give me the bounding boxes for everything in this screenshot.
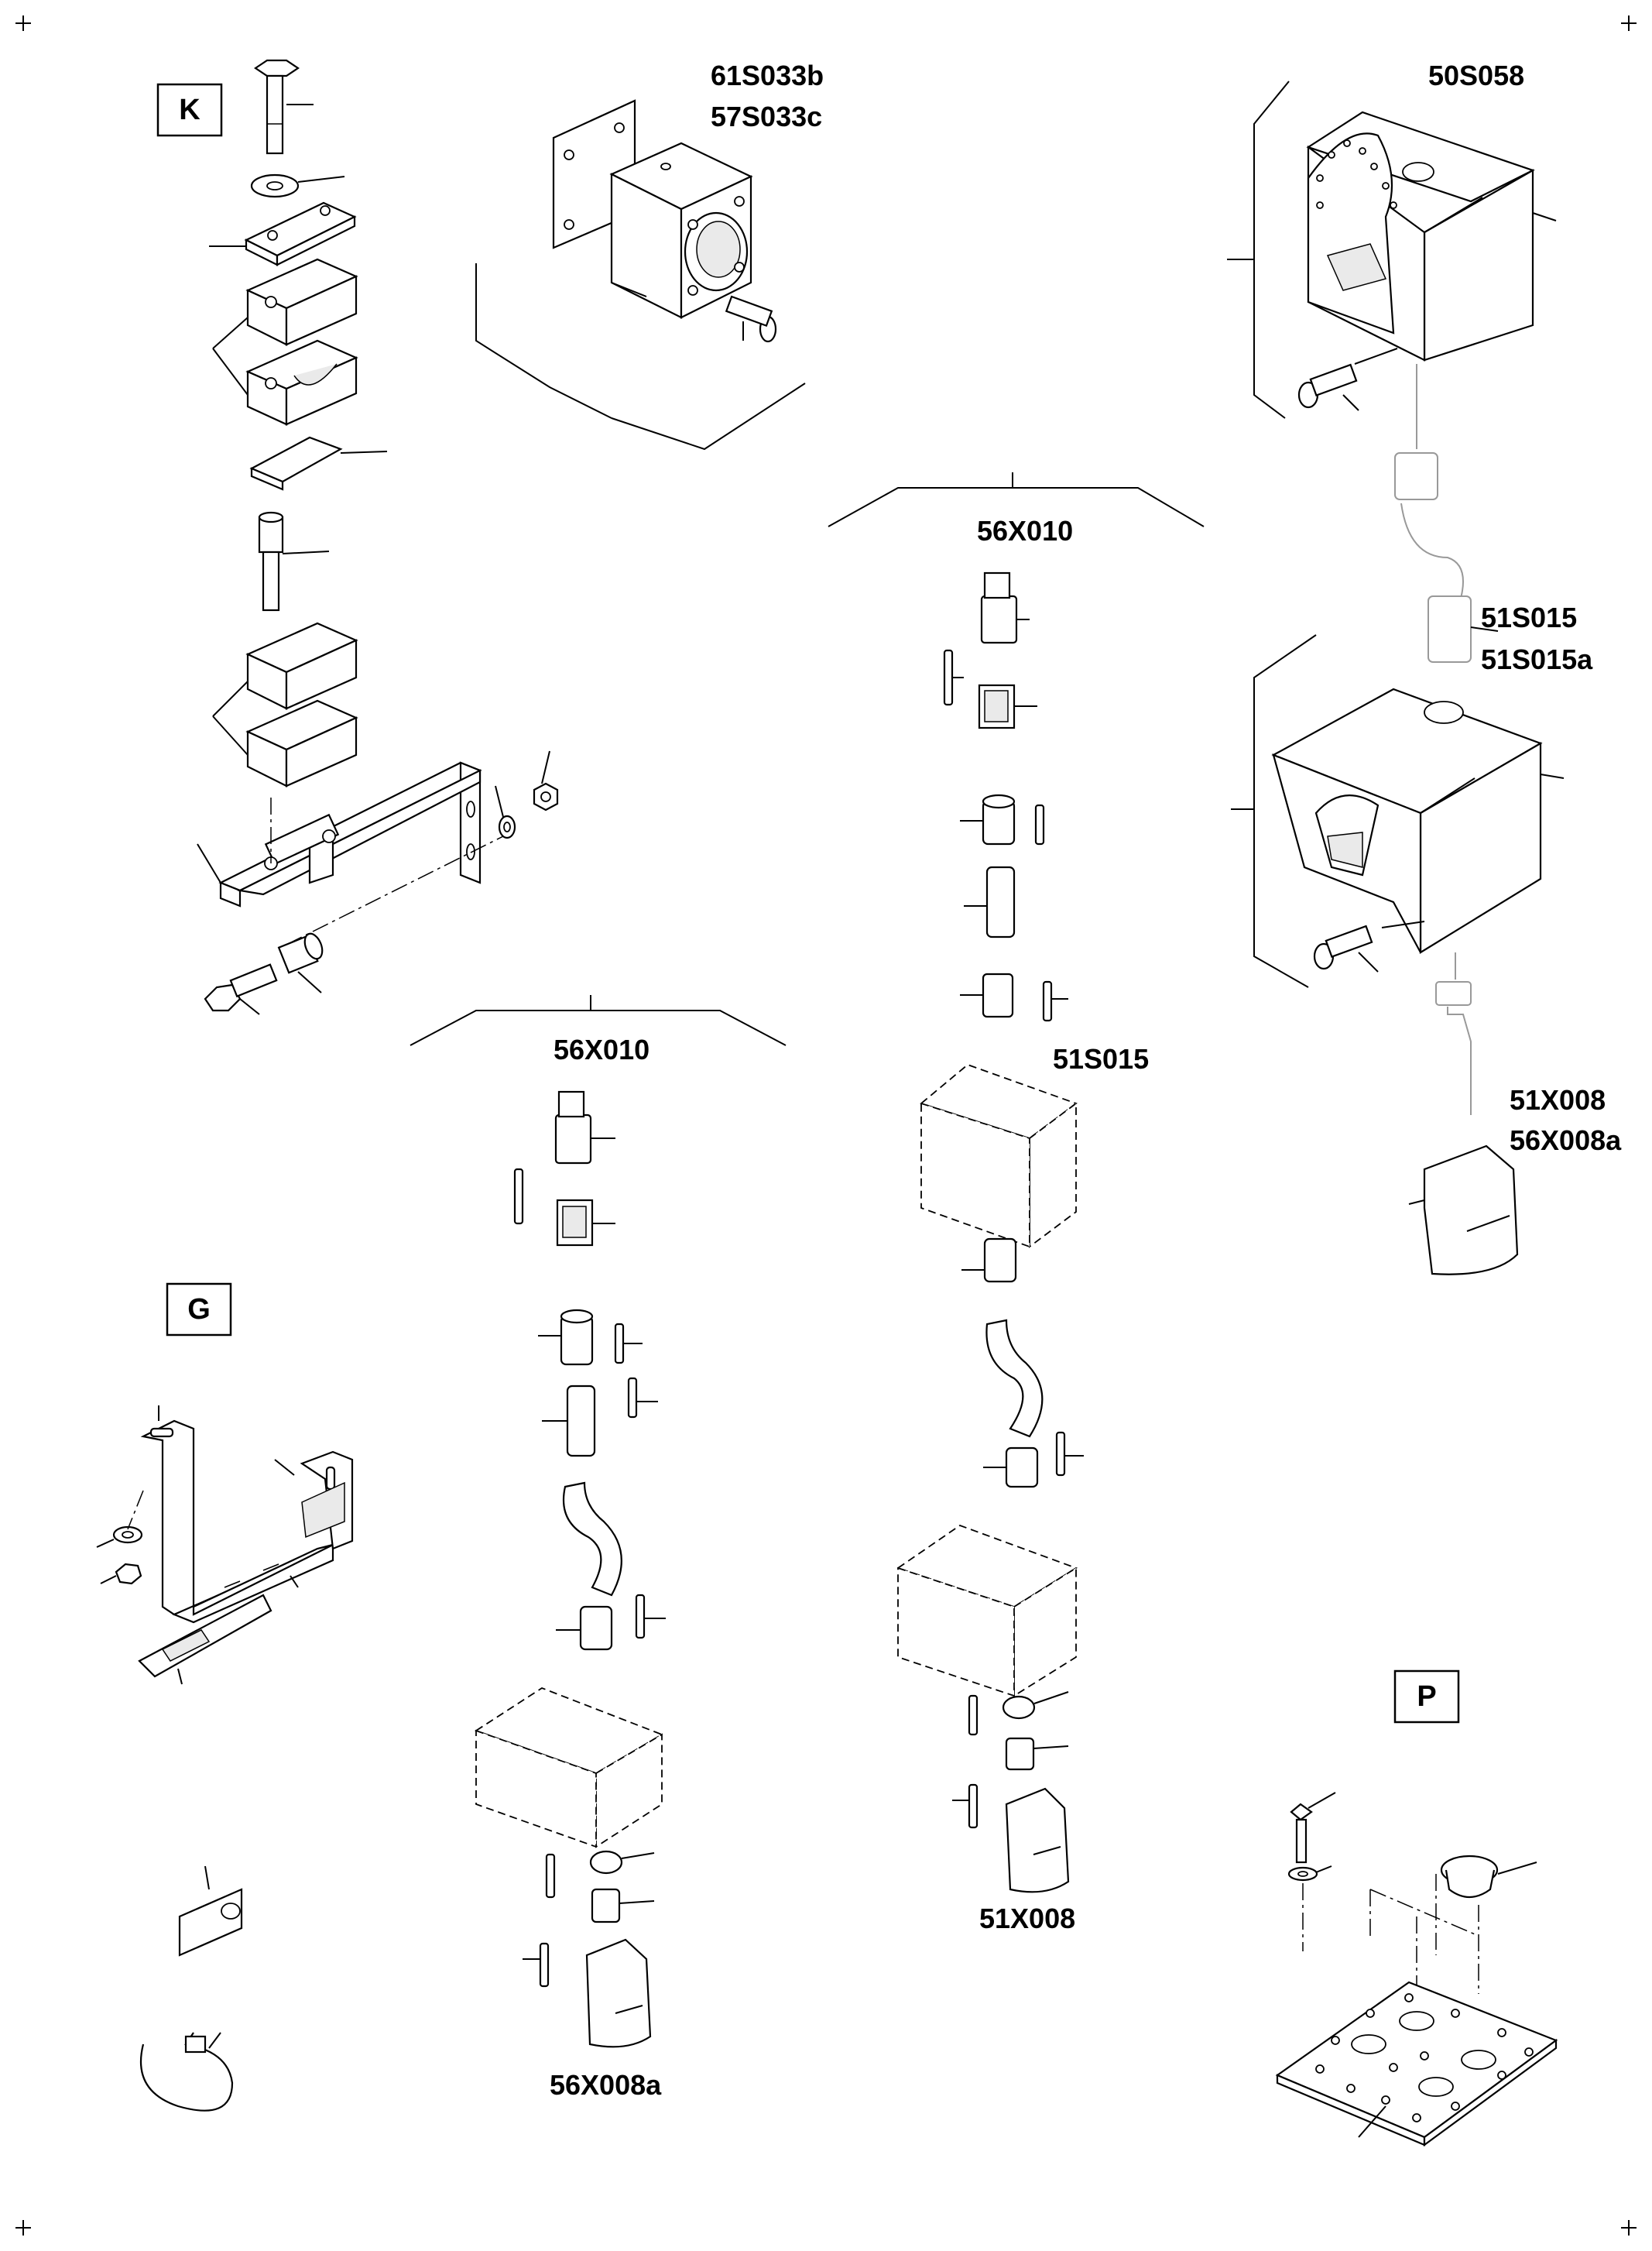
spacer-rod: [258, 511, 330, 612]
section-p-label: P: [1417, 1680, 1436, 1713]
flex-conduit-right: 51S015 51S015a: [1394, 364, 1593, 675]
cable-tie: [139, 2032, 234, 2112]
callout-housing-top: 50S058: [1428, 60, 1524, 91]
left-column-assembly: 56X010: [410, 995, 787, 2101]
insert-c1: [978, 684, 1037, 729]
gland-c1: [960, 794, 1045, 846]
camera-screw: [725, 295, 777, 343]
callout-plug-right-1: 51X008: [1510, 1084, 1606, 1116]
locking-tab: [249, 436, 388, 491]
callout-left-bottom: 56X008a: [550, 2069, 662, 2101]
corner-marks: [15, 15, 1637, 2236]
adapter-c1: [964, 866, 1016, 938]
nut-c1: [960, 973, 1068, 1022]
pin-c1: [943, 649, 964, 706]
grommet-l1: [545, 1850, 655, 1899]
clamp-assembly: [197, 59, 559, 1015]
gland-l1: [538, 1309, 643, 1366]
clamp-half-lower: [212, 317, 358, 426]
ghost-housing-c1: [920, 1063, 1078, 1248]
cover-plate: [209, 201, 357, 266]
lower-bolt: [204, 932, 324, 1015]
adapter-l1: [542, 1377, 658, 1457]
p-washer: [1287, 1865, 1332, 1882]
center-column-assembly: 56X010 51: [828, 472, 1205, 1934]
callout-camera-1: 61S033b: [711, 60, 824, 91]
conduit-bend-c1: [985, 1319, 1044, 1438]
callout-center-mid: 51S015: [1053, 1043, 1149, 1075]
section-g-label: G: [187, 1293, 211, 1326]
clamp-lower-pair: [212, 622, 358, 788]
gland-c2: [961, 1237, 1017, 1283]
nut-l1: [523, 1888, 655, 1988]
housing-assembly-mid: [1231, 634, 1565, 988]
section-g-bracket: [96, 1405, 354, 1685]
callout-camera-2: 57S033c: [711, 101, 822, 132]
ghost-housing-l1: [474, 1687, 664, 1848]
washer: [250, 173, 345, 198]
callout-center-top: 56X010: [977, 515, 1073, 547]
mounting-bracket: [197, 761, 482, 908]
housing-assembly-top: 50S058: [1227, 60, 1557, 419]
housing-dots: [1316, 139, 1397, 209]
grommet-c1: [968, 1691, 1069, 1736]
nut-c2: [952, 1737, 1069, 1829]
hex-bolt: [254, 59, 314, 155]
gland-l2: [556, 1594, 666, 1651]
section-k-label: K: [179, 94, 201, 126]
connector-housing-c1: [980, 571, 1030, 644]
conduit-bend-l1: [562, 1481, 622, 1597]
plug-l1: [585, 1938, 652, 2048]
plug-right: 51X008 56X008a: [1408, 952, 1622, 1275]
gland-c3: [983, 1431, 1084, 1488]
housing-screw-top: [1297, 348, 1398, 411]
pin-l1: [513, 1168, 524, 1225]
callout-plug-right-2: 56X008a: [1510, 1124, 1622, 1156]
callout-left-top: 56X010: [554, 1034, 649, 1065]
label-plate: [178, 1865, 243, 1957]
callout-center-bottom: 51X008: [979, 1903, 1075, 1934]
housing-screw-mid: [1313, 921, 1425, 973]
section-p-plate: [1275, 1792, 1558, 2147]
callout-conduit-right-1: 51S015: [1481, 602, 1577, 633]
camera-module: 61S033b 57S033c: [475, 60, 824, 451]
clamp-half-upper: [245, 258, 358, 346]
section-k-marker: K: [156, 83, 223, 137]
bracket-nut: [286, 750, 559, 945]
p-cap: [1440, 1855, 1537, 1899]
plug-c1: [1005, 1787, 1070, 1893]
section-p-marker: P: [1393, 1669, 1460, 1724]
connector-housing-l1: [554, 1090, 615, 1165]
insert-l1: [556, 1199, 615, 1247]
ghost-housing-c2: [896, 1524, 1078, 1697]
callout-conduit-right-2: 51S015a: [1481, 643, 1593, 675]
section-g-marker: G: [166, 1282, 232, 1337]
p-bolt: [1290, 1792, 1336, 1864]
